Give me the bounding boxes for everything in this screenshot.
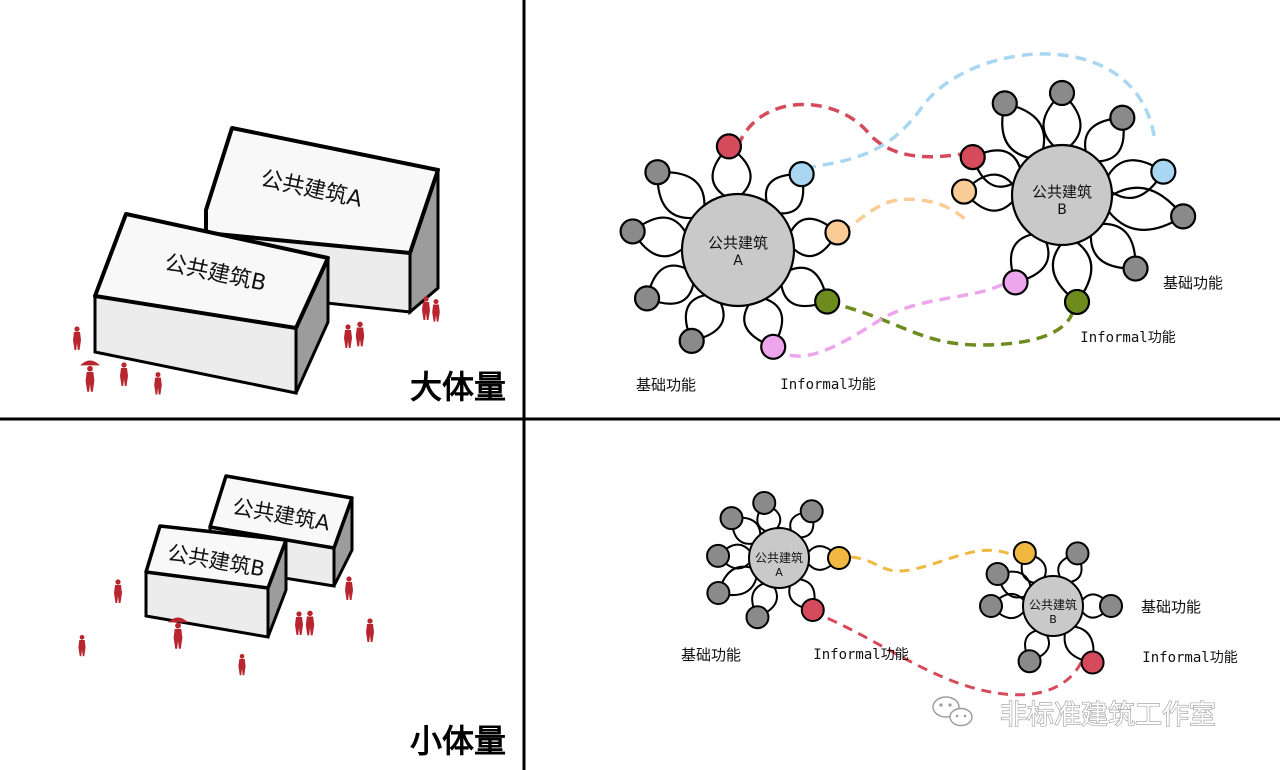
- large-a-node-peach: [824, 219, 851, 246]
- person-figure: [422, 296, 430, 320]
- small-informal-links: [811, 548, 1084, 697]
- person-figure: [366, 618, 374, 642]
- large-network-diagram: 公共建筑 A 公共建筑 B 基础功能 Informal功能 基础功能 Infor…: [619, 52, 1223, 394]
- small-b-node-yellow: [1012, 541, 1037, 566]
- large-label-informal-left: Informal功能: [780, 377, 875, 393]
- large-volume-title: 大体量: [410, 368, 506, 406]
- person-figure: [238, 653, 246, 676]
- people-figures: [73, 296, 440, 676]
- large-b-node-blue: [1150, 158, 1177, 185]
- large-label-basic-right: 基础功能: [1163, 274, 1223, 292]
- large-a-hub: [680, 192, 796, 308]
- person-figure: [345, 576, 353, 600]
- small-hub-b-label-2: B: [1049, 613, 1057, 626]
- small-b-node-red: [1080, 650, 1105, 675]
- large-a-node-basic: [619, 218, 646, 245]
- small-a-node-yellow: [827, 546, 851, 570]
- small-label-informal-left: Informal功能: [813, 647, 908, 663]
- large-pink-link: [772, 281, 1006, 358]
- small-label-basic-right: 基础功能: [1141, 598, 1201, 616]
- large-b-node-basic: [1122, 255, 1149, 282]
- small-hub-a-label-2: A: [775, 566, 783, 579]
- large-olive-link: [827, 300, 1076, 347]
- person-figure: [78, 634, 86, 657]
- large-b-node-red: [959, 143, 986, 171]
- small-function-nodes: [706, 490, 1123, 675]
- small-hub-a-label-1: 公共建筑: [755, 550, 803, 565]
- large-a-node-olive: [814, 288, 841, 315]
- large-hub-b-label-2: B: [1057, 202, 1067, 218]
- small-red-link: [811, 610, 1084, 697]
- small-a-node-basic: [752, 490, 777, 515]
- person-figure: [344, 324, 352, 348]
- small-b-node-basic: [979, 594, 1003, 618]
- large-b-node-olive: [1063, 288, 1091, 316]
- large-volume-panel: 公共建筑A 公共建筑B 大体量: [93, 126, 506, 406]
- small-network-diagram: 公共建筑 A 公共建筑 B 基础功能 Informal功能 基础功能 Infor…: [681, 490, 1238, 697]
- large-blue-link: [804, 52, 1157, 170]
- small-b-node-basic: [1065, 541, 1090, 566]
- watermark: 非标准建筑工作室: [932, 696, 1217, 732]
- small-volume-title: 小体量: [410, 722, 506, 760]
- large-a-node-basic: [678, 327, 705, 354]
- person-figure: [154, 372, 162, 395]
- small-block-b: 公共建筑B: [144, 524, 288, 639]
- large-hubs: [680, 143, 1114, 308]
- wechat-icon: [932, 696, 973, 727]
- large-block-b: 公共建筑B: [93, 212, 330, 395]
- small-b-node-basic: [1099, 594, 1123, 618]
- small-yellow-link: [850, 548, 1016, 573]
- small-b-node-basic: [1017, 649, 1042, 674]
- large-a-node-red: [715, 133, 743, 160]
- person-figure: [355, 321, 365, 347]
- large-a-node-basic: [633, 285, 661, 312]
- small-a-node-basic: [706, 581, 731, 605]
- person-figure: [120, 362, 128, 386]
- small-b-node-basic: [985, 562, 1010, 586]
- large-b-node-basic: [1170, 203, 1197, 230]
- small-b-hub: [1022, 575, 1084, 637]
- large-b-arm: [1108, 186, 1185, 231]
- watermark-text: 非标准建筑工作室: [1000, 700, 1216, 731]
- small-label-basic-left: 基础功能: [681, 646, 741, 664]
- large-hub-a-label-1: 公共建筑: [708, 234, 768, 252]
- large-function-nodes: [619, 79, 1197, 360]
- large-informal-links: [736, 52, 1157, 358]
- large-a-node-basic: [644, 159, 671, 186]
- person-figure: [80, 360, 100, 392]
- person-figure: [432, 299, 440, 322]
- person-figure: [73, 326, 81, 350]
- small-hub-b-label-1: 公共建筑: [1029, 597, 1077, 612]
- large-hub-b-label-1: 公共建筑: [1032, 183, 1092, 201]
- person-figure: [295, 611, 303, 635]
- large-b-node-basic: [1048, 79, 1076, 107]
- large-b-node-basic: [1109, 104, 1136, 131]
- small-a-node-basic: [799, 499, 824, 524]
- person-figure: [168, 617, 188, 649]
- small-hubs: [748, 527, 1084, 637]
- person-figure: [305, 610, 315, 636]
- large-b-node-peach: [950, 178, 978, 205]
- small-a-node-basic: [706, 543, 731, 568]
- large-label-basic-left: 基础功能: [636, 376, 696, 394]
- small-label-informal-right: Informal功能: [1142, 650, 1237, 666]
- large-red-link: [736, 102, 976, 159]
- large-peach-link: [840, 197, 968, 234]
- large-label-informal-right: Informal功能: [1080, 330, 1175, 346]
- large-b-hub: [1010, 143, 1114, 247]
- large-b-node-pink: [1002, 269, 1029, 296]
- small-volume-panel: 公共建筑A 公共建筑B 小体量: [144, 474, 506, 760]
- large-a-node-blue: [788, 161, 815, 188]
- small-a-hub: [748, 527, 810, 589]
- large-b-node-basic: [991, 90, 1018, 117]
- large-hub-a-label-2: A: [733, 253, 743, 269]
- small-a-node-red: [800, 597, 825, 622]
- person-figure: [114, 579, 122, 603]
- small-a-node-basic: [745, 605, 770, 630]
- small-a-node-basic: [719, 506, 744, 531]
- large-a-node-pink: [760, 333, 787, 360]
